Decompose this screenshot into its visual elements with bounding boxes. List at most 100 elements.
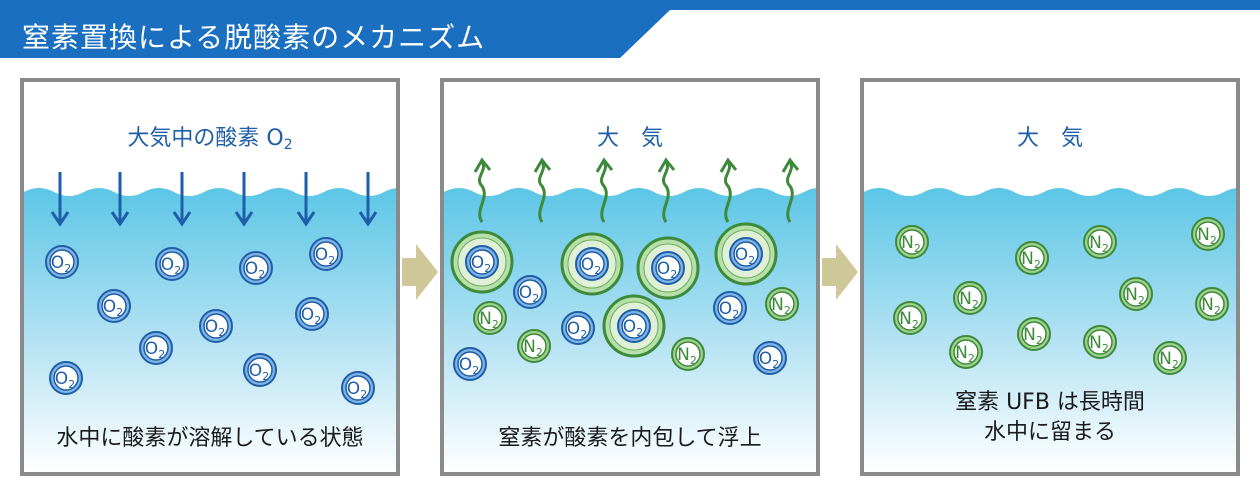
svg-text:N2: N2 [901, 233, 921, 255]
down-arrow-icon [296, 172, 316, 227]
nitrogen-molecule: N2 [1083, 325, 1117, 359]
svg-text:N2: N2 [479, 309, 499, 331]
wavy-up-arrow-icon [473, 157, 492, 223]
svg-text:O2: O2 [657, 259, 677, 281]
nitrogen-molecule: N2 [671, 337, 705, 371]
header-background [0, 0, 1260, 58]
svg-text:N2: N2 [955, 343, 975, 365]
svg-text:N2: N2 [1089, 233, 1109, 255]
oxygen-molecule: O2 [155, 247, 189, 281]
nitrogen-molecule: N2 [1195, 287, 1229, 321]
oxygen-molecule: O2 [295, 297, 329, 331]
panel-1-label: 大気中の酸素 O2 [127, 126, 293, 153]
svg-text:N2: N2 [523, 337, 543, 359]
svg-text:O2: O2 [301, 305, 321, 327]
panel-3-caption-line-2: 水中に留まる [983, 420, 1116, 445]
oxygen-molecule: O2 [243, 353, 277, 387]
svg-text:N2: N2 [1023, 325, 1043, 347]
svg-text:N2: N2 [1201, 295, 1221, 317]
svg-text:O2: O2 [735, 245, 755, 267]
svg-text:O2: O2 [55, 369, 75, 391]
nitrogen-molecule: N2 [895, 225, 929, 259]
svg-text:N2: N2 [1197, 225, 1217, 247]
svg-text:O2: O2 [719, 299, 739, 321]
panel-3-caption: 窒素 UFB は長時間 水中に留まる [864, 388, 1236, 448]
svg-text:O2: O2 [623, 317, 643, 339]
oxygen-molecule: O2 [561, 311, 595, 345]
svg-text:O2: O2 [161, 255, 181, 277]
nitrogen-molecule: N2 [949, 335, 983, 369]
step-arrow-2 [822, 244, 858, 300]
svg-text:O2: O2 [205, 317, 225, 339]
nitrogen-molecule: N2 [1153, 341, 1187, 375]
oxygen-molecule: O2 [239, 251, 273, 285]
svg-text:O2: O2 [459, 355, 479, 377]
nitrogen-molecule: N2 [1015, 241, 1049, 275]
svg-text:O2: O2 [103, 297, 123, 319]
oxygen-molecule: O2 [49, 361, 83, 395]
nitrogen-molecule: N2 [1083, 225, 1117, 259]
nitrogen-molecule: N2 [1191, 217, 1225, 251]
wavy-up-arrow-icon [595, 157, 614, 223]
wavy-up-arrow-icon [781, 157, 800, 223]
encapsulated-oxygen-molecule: O2 [651, 251, 685, 285]
down-arrow-icon [234, 172, 254, 227]
page-title: 窒素置換による脱酸素のメカニズム [22, 21, 486, 54]
svg-text:O2: O2 [567, 319, 587, 341]
nitrogen-molecule: N2 [517, 329, 551, 363]
svg-text:O2: O2 [519, 283, 539, 305]
encapsulated-oxygen-molecule: O2 [617, 309, 651, 343]
nitrogen-molecule: N2 [1017, 317, 1051, 351]
svg-text:O2: O2 [315, 245, 335, 267]
svg-text:O2: O2 [249, 361, 269, 383]
svg-text:O2: O2 [581, 255, 601, 277]
oxygen-molecule: O2 [753, 341, 787, 375]
svg-text:O2: O2 [471, 253, 491, 275]
svg-text:O2: O2 [347, 379, 367, 401]
panel-2-label: 大 気 [596, 126, 663, 151]
oxygen-down-arrows [50, 172, 378, 227]
oxygen-molecule: O2 [341, 371, 375, 405]
header-bar: 窒素置換による脱酸素のメカニズム [0, 0, 1260, 70]
down-arrow-icon [110, 172, 130, 227]
svg-text:O2: O2 [245, 259, 265, 281]
svg-text:N2: N2 [1125, 285, 1145, 307]
down-arrow-icon [172, 172, 192, 227]
panel-3-label: 大 気 [1016, 126, 1083, 151]
nitrogen-molecule: N2 [893, 301, 927, 335]
oxygen-molecule: O2 [309, 237, 343, 271]
svg-text:N2: N2 [771, 295, 791, 317]
svg-text:O2: O2 [145, 339, 165, 361]
nitrogen-molecule: N2 [473, 301, 507, 335]
encapsulated-oxygen-molecule: O2 [575, 247, 609, 281]
oxygen-molecule: O2 [513, 275, 547, 309]
panel-2-caption: 窒素が酸素を内包して浮上 [444, 424, 816, 454]
down-arrow-icon [358, 172, 378, 227]
oxygen-molecule: O2 [199, 309, 233, 343]
rising-wavy-arrows [473, 157, 800, 223]
nitrogen-molecule: N2 [1119, 277, 1153, 311]
panel-3-caption-line-1: 窒素 UFB は長時間 [955, 390, 1145, 415]
oxygen-molecule: O2 [713, 291, 747, 325]
oxygen-molecule: O2 [45, 245, 79, 279]
down-arrow-icon [50, 172, 70, 227]
svg-text:O2: O2 [51, 253, 71, 275]
nitrogen-molecule: N2 [765, 287, 799, 321]
encapsulated-oxygen-molecule: O2 [465, 245, 499, 279]
svg-text:N2: N2 [677, 345, 697, 367]
wavy-up-arrow-icon [657, 157, 676, 223]
panel-1-caption: 水中に酸素が溶解している状態 [24, 424, 396, 454]
svg-text:O2: O2 [759, 349, 779, 371]
wavy-up-arrow-icon [719, 157, 738, 223]
svg-text:N2: N2 [899, 309, 919, 331]
svg-text:N2: N2 [1021, 249, 1041, 271]
encapsulated-oxygen-molecule: O2 [729, 237, 763, 271]
